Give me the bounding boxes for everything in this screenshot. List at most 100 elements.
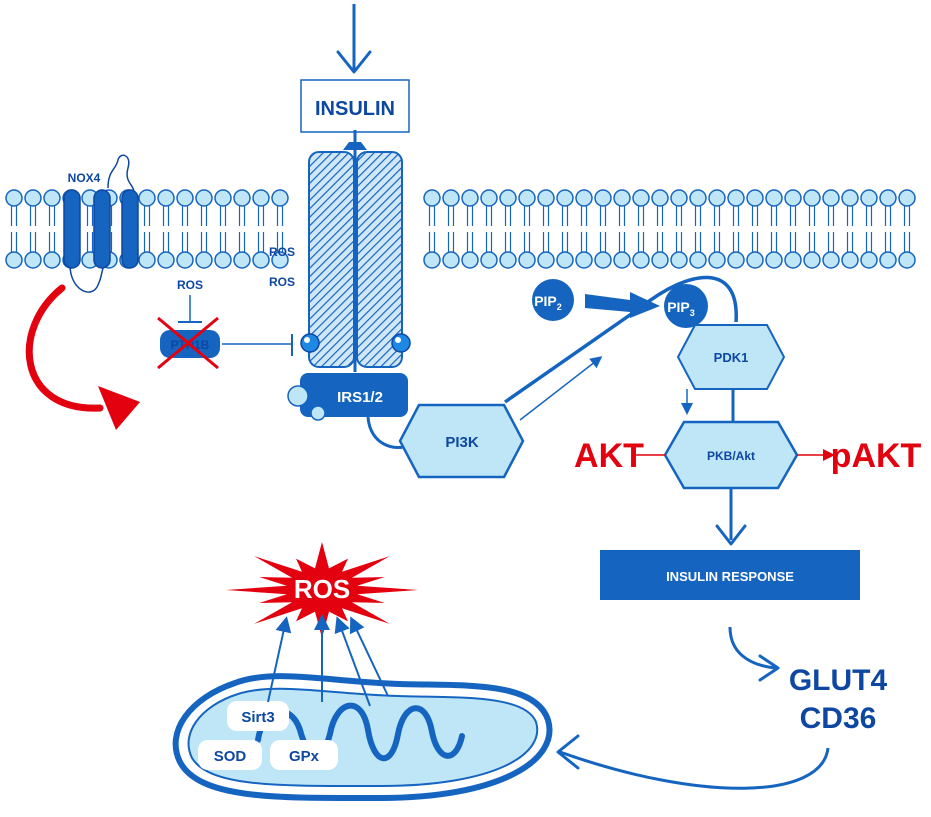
nox4-protein: NOX4 (63, 154, 139, 293)
lipid-head (765, 189, 783, 207)
lipid-head (765, 251, 783, 269)
gpx-label: GPx (289, 748, 320, 765)
lipid-head (176, 251, 194, 269)
lipid-head (537, 251, 555, 269)
lipid-head (252, 189, 270, 207)
receptor-right-subunit (356, 151, 403, 368)
pip3-label-sub: 3 (690, 308, 695, 318)
lipid-head (556, 251, 574, 269)
nox4-ros-arrow (25, 284, 104, 412)
lipid-head (24, 251, 42, 269)
response-to-glut4-arrowhead (758, 654, 780, 682)
lipid-head (841, 189, 859, 207)
membrane-tails-top (10, 206, 911, 226)
lipid-head (176, 189, 194, 207)
ros-burst-star (226, 542, 418, 638)
pdk1-hexagon (676, 324, 786, 390)
receptor-top-notch (343, 142, 367, 150)
pip3-label: PIP3 (667, 299, 695, 318)
pi3k-label: PI3K (445, 434, 479, 451)
lipid-head (727, 189, 745, 207)
lipid-head (24, 189, 42, 207)
lipid-head (727, 251, 745, 269)
lipid-head (898, 251, 916, 269)
lipid-head (499, 189, 517, 207)
irs-box (300, 373, 408, 417)
insulin-response-bar: INSULIN RESPONSE (600, 550, 860, 600)
pip2-label-main: PIP (534, 293, 557, 309)
sod-label: SOD (214, 748, 247, 765)
lipid-head (252, 251, 270, 269)
insulin-receptor (300, 130, 411, 372)
ros-burst-label: ROS (294, 574, 350, 604)
glut4-to-mito-arrow (559, 747, 830, 790)
ros-label-top-left: ROS (177, 278, 203, 292)
cd36-label: CD36 (800, 702, 877, 735)
lipid-head (442, 189, 460, 207)
lipid-head (841, 251, 859, 269)
lipid-head (537, 189, 555, 207)
irs-bubble-1 (287, 385, 309, 407)
lipid-head (803, 251, 821, 269)
lipid-head (575, 189, 593, 207)
sirt3-label: Sirt3 (241, 709, 274, 726)
irs-protein: IRS1/2 (287, 373, 411, 450)
pdk1-label: PDK1 (714, 350, 749, 365)
lipid-head (271, 189, 289, 207)
irs-bubble-2 (310, 405, 326, 421)
lipid-head (689, 251, 707, 269)
lipid-head (575, 251, 593, 269)
lipid-head (138, 251, 156, 269)
lipid-head (157, 251, 175, 269)
akt-label: AKT (574, 437, 644, 475)
lipid-head (43, 189, 61, 207)
mito-ros-arrow-4 (349, 616, 389, 697)
response-to-glut4-arrow (728, 626, 776, 670)
lipid-head (271, 251, 289, 269)
ros-label-mid-2: ROS (269, 275, 295, 289)
insulin-response-label: INSULIN RESPONSE (666, 569, 794, 584)
receptor-left-subunit (308, 151, 355, 368)
lipid-head (651, 251, 669, 269)
pi3k-protein: PI3K (398, 356, 603, 479)
lipid-head (480, 251, 498, 269)
lipid-head (784, 189, 802, 207)
receptor-phospho-left (300, 333, 320, 353)
pdk1-protein: PDK1 (676, 324, 786, 422)
nox4-helix-2 (93, 189, 111, 269)
lipid-head (5, 251, 23, 269)
lipid-head (860, 251, 878, 269)
ros-label-mid-1: ROS (269, 245, 295, 259)
irs-label: IRS1/2 (337, 389, 383, 406)
membrane-tails-bottom (10, 232, 911, 252)
lipid-head (746, 189, 764, 207)
lipid-head (613, 251, 631, 269)
lipid-head (233, 251, 251, 269)
cell-membrane (5, 189, 916, 269)
lipid-head (556, 189, 574, 207)
receptor-phospho-right-highlight (395, 337, 401, 343)
lipid-head (594, 189, 612, 207)
lipid-head (613, 189, 631, 207)
lipid-head (5, 189, 23, 207)
lipid-head (632, 251, 650, 269)
ros-burst: ROS (226, 542, 418, 638)
gpx-badge (270, 740, 338, 770)
lipid-head (708, 251, 726, 269)
mito-cristae (255, 702, 465, 762)
lipid-head (784, 251, 802, 269)
lipid-head (233, 189, 251, 207)
lipid-head (423, 251, 441, 269)
nox4-helix-3 (121, 189, 139, 269)
lipid-head (822, 251, 840, 269)
insulin-label: INSULIN (315, 98, 395, 120)
pip3-molecule: PIP3 (664, 284, 708, 328)
lipid-head (518, 189, 536, 207)
lipid-head (822, 189, 840, 207)
ptp1b-protein: PTP1B (157, 316, 293, 370)
lipid-head (195, 251, 213, 269)
pi3k-to-pip-arrow (519, 356, 603, 421)
lipid-head (860, 189, 878, 207)
lipid-head (461, 251, 479, 269)
